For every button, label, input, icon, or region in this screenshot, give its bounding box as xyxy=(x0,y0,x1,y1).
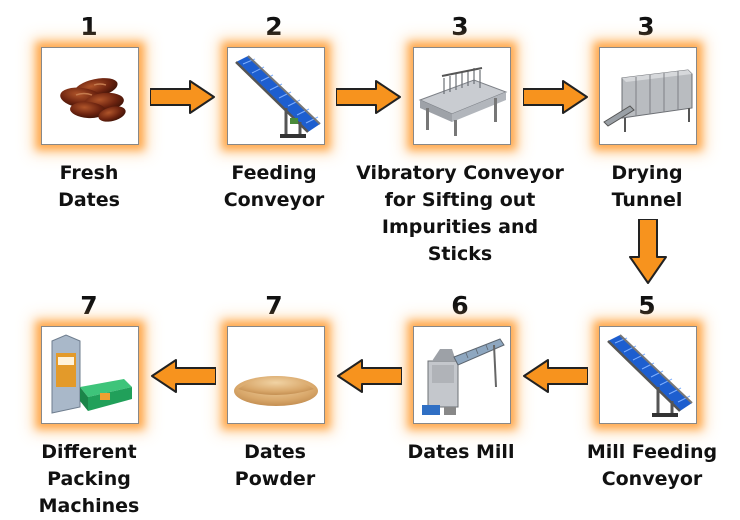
step-label-drying-tunnel: Drying Tunnel xyxy=(611,162,683,211)
step-label-mill-feeding-conveyor: Mill Feeding Conveyor xyxy=(586,441,718,490)
drying-tunnel-icon xyxy=(603,69,693,132)
step-image-fresh-dates xyxy=(41,47,139,145)
step-number-7a: 7 xyxy=(265,291,283,320)
step-image-mill-feeding-conveyor xyxy=(599,326,697,424)
step-label-fresh-dates: Fresh Dates xyxy=(58,162,120,211)
step-number-3b: 3 xyxy=(637,12,655,41)
step-image-dates-mill xyxy=(413,326,511,424)
flow-arrow-3-to-4 xyxy=(523,80,589,114)
step-number-1: 1 xyxy=(80,12,98,41)
flow-arrow-7-to-8 xyxy=(150,359,216,393)
step-label-feeding-conveyor: Feeding Conveyor xyxy=(223,162,325,211)
step-number-5: 5 xyxy=(638,291,656,320)
dates-fruit-icon xyxy=(60,78,126,122)
flow-arrow-2-to-3 xyxy=(336,80,402,114)
step-number-7b: 7 xyxy=(80,291,98,320)
step-label-packing-machines: Different Packing Machines xyxy=(38,441,140,517)
step-number-3a: 3 xyxy=(451,12,469,41)
packages-icon xyxy=(51,334,132,414)
flow-arrow-5-to-6 xyxy=(522,359,588,393)
step-image-feeding-conveyor xyxy=(227,47,325,145)
mill-machine-icon xyxy=(422,338,505,415)
flow-arrow-1-to-2 xyxy=(150,80,216,114)
step-label-dates-powder: Dates Powder xyxy=(234,441,316,490)
inclined-belt-conveyor-icon xyxy=(235,55,321,138)
step-image-dates-powder xyxy=(227,326,325,424)
vibratory-conveyor-icon xyxy=(418,67,508,136)
step-number-6: 6 xyxy=(451,291,469,320)
step-number-2: 2 xyxy=(265,12,283,41)
flow-arrow-4-to-5 xyxy=(629,219,667,285)
step-label-vibratory-conveyor: Vibratory Conveyor for Sifting out Impur… xyxy=(356,162,564,265)
step-label-dates-mill: Dates Mill xyxy=(407,441,515,463)
step-image-drying-tunnel xyxy=(599,47,697,145)
flow-arrow-6-to-7 xyxy=(336,359,402,393)
powder-pile-icon xyxy=(234,376,318,406)
step-image-packing-machines xyxy=(41,326,139,424)
step-image-vibratory-conveyor xyxy=(413,47,511,145)
inclined-belt-conveyor-icon xyxy=(607,334,693,417)
